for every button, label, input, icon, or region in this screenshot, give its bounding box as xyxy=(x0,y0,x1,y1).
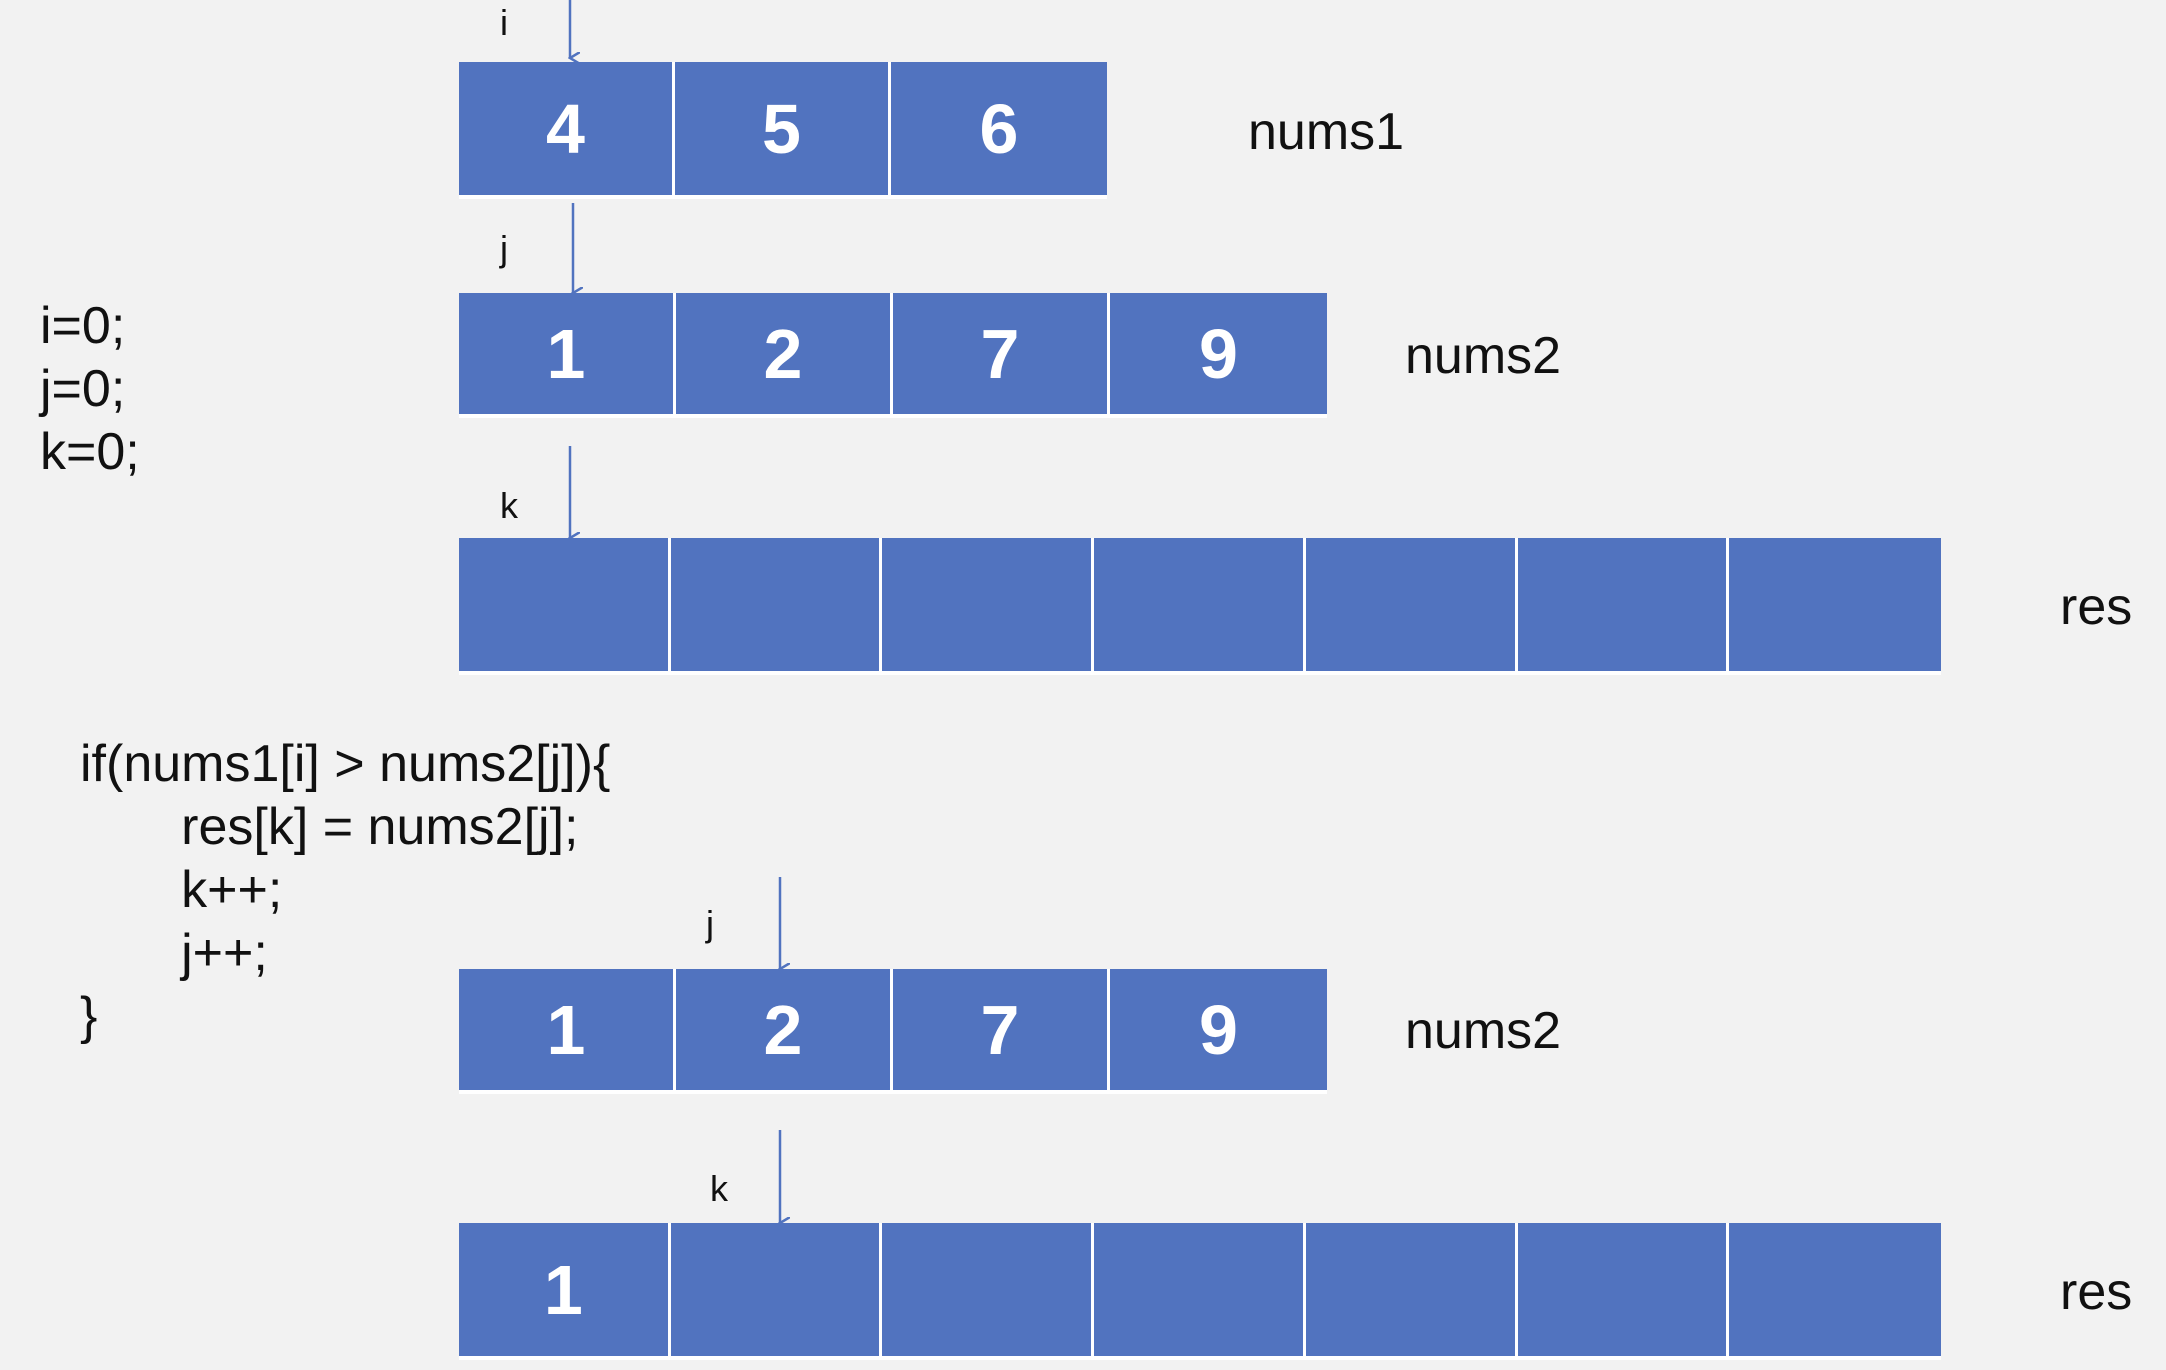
pointer-label-i: i xyxy=(500,2,508,43)
array-label-res-top: res xyxy=(2060,578,2133,636)
array-label-nums1: nums1 xyxy=(1248,103,1405,161)
array-cell xyxy=(1305,1223,1518,1356)
init-line-i: i=0; xyxy=(40,297,126,355)
array-cell: 1 xyxy=(459,1223,671,1356)
code-line: k++; xyxy=(80,861,283,919)
array-cell xyxy=(1517,1223,1730,1356)
array-cell xyxy=(1305,538,1518,671)
array-res-top xyxy=(459,538,1941,671)
array-cell xyxy=(459,538,671,671)
array-cell xyxy=(1517,538,1730,671)
array-cell: 9 xyxy=(1110,293,1327,414)
array-cell xyxy=(670,538,883,671)
array-cell xyxy=(1729,538,1941,671)
array-label-res-bottom: res xyxy=(2060,1263,2133,1321)
code-line: j++; xyxy=(80,924,268,982)
init-statements: i=0; j=0; k=0; xyxy=(40,295,140,484)
array-cell: 2 xyxy=(676,969,893,1090)
code-line: res[k] = nums2[j]; xyxy=(80,798,579,856)
code-line: } xyxy=(80,987,98,1045)
array-cell xyxy=(670,1223,883,1356)
pointer-label-j-bottom: j xyxy=(706,903,714,944)
array-cell: 1 xyxy=(459,293,676,414)
array-cell: 1 xyxy=(459,969,676,1090)
array-cell: 7 xyxy=(893,969,1110,1090)
init-line-k: k=0; xyxy=(40,423,140,481)
array-cell: 5 xyxy=(675,62,891,195)
init-line-j: j=0; xyxy=(40,360,126,418)
array-label-nums2-bottom: nums2 xyxy=(1405,1002,1562,1060)
array-cell: 6 xyxy=(891,62,1107,195)
array-cell xyxy=(882,538,1095,671)
array-cell: 4 xyxy=(459,62,675,195)
code-line: if(nums1[i] > nums2[j]){ xyxy=(80,735,611,793)
array-cell xyxy=(1729,1223,1941,1356)
array-res-bottom: 1 xyxy=(459,1223,1941,1356)
pointer-label-j-top: j xyxy=(500,228,508,269)
pointer-label-k-bottom: k xyxy=(710,1168,728,1209)
pointer-label-k-top: k xyxy=(500,485,518,526)
array-label-nums2-top: nums2 xyxy=(1405,327,1562,385)
array-cell xyxy=(1094,538,1306,671)
code-block: if(nums1[i] > nums2[j]){ res[k] = nums2[… xyxy=(80,733,610,1048)
array-cell: 9 xyxy=(1110,969,1327,1090)
array-cell: 2 xyxy=(676,293,893,414)
array-cell: 7 xyxy=(893,293,1110,414)
array-cell xyxy=(882,1223,1095,1356)
array-cell xyxy=(1094,1223,1306,1356)
